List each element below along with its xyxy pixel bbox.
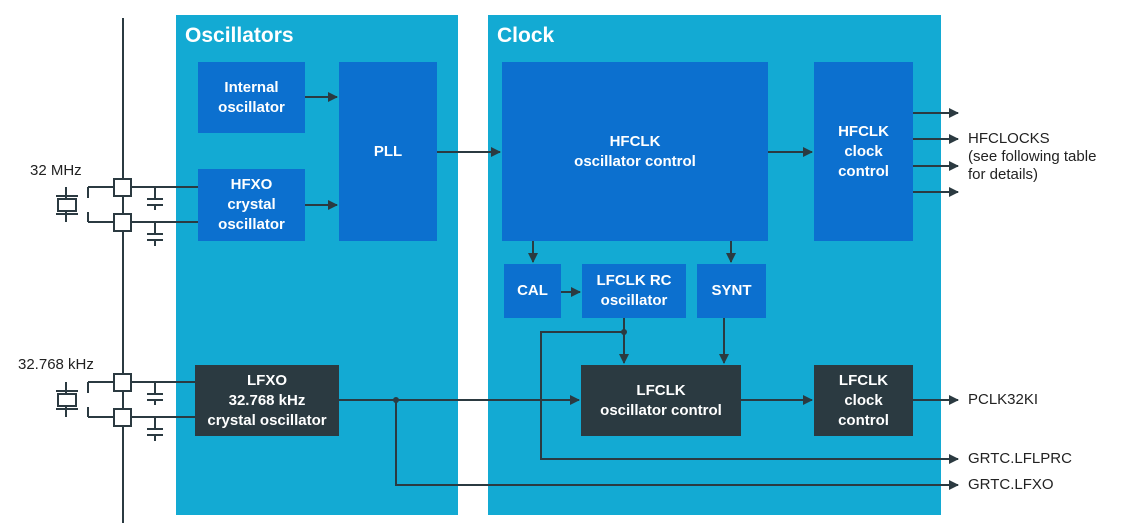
block-line: 32.768 kHz: [228, 391, 306, 409]
block-line: LFCLK: [838, 371, 889, 389]
block-line: control: [838, 162, 889, 180]
hfclk-clock-control-block: HFCLK clock control: [814, 62, 913, 241]
block-line: clock: [844, 391, 883, 409]
block-line: SYNT: [711, 282, 752, 299]
oscillators-panel-title: Oscillators: [185, 24, 294, 47]
block-line: oscillator: [600, 292, 668, 309]
lfxo-block: LFXO 32.768 kHz crystal oscillator: [195, 365, 339, 436]
block-line: LFXO: [247, 371, 287, 389]
lfclk-rc-oscillator-block: LFCLK RC oscillator: [582, 264, 686, 318]
clock-panel-title: Clock: [497, 24, 555, 47]
cal-block: CAL: [504, 264, 561, 318]
block-line: clock: [844, 142, 883, 160]
grtc-lfxo-label: GRTC.LFXO: [968, 476, 1054, 493]
block-line: LFCLK RC: [596, 272, 672, 289]
pll-block: PLL: [339, 62, 437, 241]
block-line: oscillator control: [574, 152, 696, 170]
hf-crystal-frequency-label: 32 MHz: [30, 162, 82, 179]
block-line: crystal: [227, 196, 276, 213]
block-line: oscillator: [218, 216, 285, 233]
block-line: PLL: [373, 142, 403, 160]
hfclocks-note-line1: (see following table: [968, 148, 1097, 165]
block-line: HFXO: [230, 176, 273, 193]
block-line: LFCLK: [636, 381, 686, 399]
hfclocks-note-line2: for details): [968, 166, 1039, 183]
block-line: oscillator control: [600, 401, 722, 419]
block-line: HFCLK: [838, 122, 889, 140]
hfxo-block: HFXO crystal oscillator: [198, 169, 305, 241]
lfclk-oscillator-control-block: LFCLK oscillator control: [581, 365, 741, 436]
block-line: control: [838, 411, 889, 429]
block-line: HFCLK: [609, 132, 661, 150]
grtc-lflprc-label: GRTC.LFLPRC: [968, 450, 1072, 467]
hfclk-oscillator-control-block: HFCLK oscillator control: [502, 62, 768, 241]
lfclk-clock-control-block: LFCLK clock control: [814, 365, 913, 436]
block-line: CAL: [517, 282, 548, 299]
block-line: Internal: [224, 78, 279, 96]
synt-block: SYNT: [697, 264, 766, 318]
pclk32ki-label: PCLK32KI: [968, 391, 1039, 408]
lf-crystal-frequency-label: 32.768 kHz: [18, 356, 94, 373]
block-line: oscillator: [218, 98, 285, 116]
hfclocks-label: HFCLOCKS: [968, 130, 1050, 147]
block-line: crystal oscillator: [207, 411, 327, 429]
internal-oscillator-block: Internal oscillator: [198, 62, 305, 133]
